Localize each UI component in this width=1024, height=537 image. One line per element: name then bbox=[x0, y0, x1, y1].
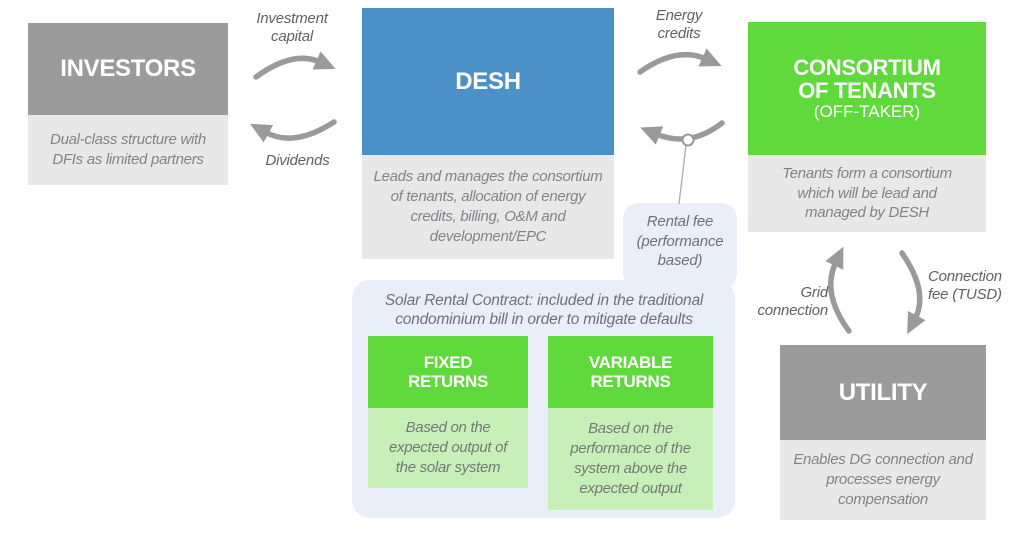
contract-note: Solar Rental Contract: included in the t… bbox=[384, 292, 704, 329]
desh-description: Leads and manages the consortium of tena… bbox=[362, 155, 614, 259]
investors-title: INVESTORS bbox=[60, 55, 196, 82]
connection-fee-arrow bbox=[899, 250, 926, 335]
desh-node: DESH bbox=[362, 8, 614, 155]
dividends-arrow bbox=[250, 119, 337, 143]
consortium-node: CONSORTIUM OF TENANTS (OFF-TAKER) bbox=[748, 22, 986, 155]
rental-fee-connector-line bbox=[678, 144, 687, 205]
investors-node: INVESTORS bbox=[28, 23, 228, 115]
rental-fee-label: Rental fee (performance based) bbox=[636, 213, 724, 269]
consortium-description: Tenants form a consortium which will be … bbox=[748, 155, 986, 232]
utility-title: UTILITY bbox=[838, 378, 928, 406]
energy-credits-arrow bbox=[637, 48, 722, 75]
rental-fee-connector-dot bbox=[681, 133, 695, 147]
connection-fee-label: Connection fee (TUSD) bbox=[928, 268, 1002, 303]
desh-title: DESH bbox=[455, 67, 521, 95]
investment-capital-arrow bbox=[253, 51, 336, 80]
grid-connection-arrow bbox=[825, 246, 852, 334]
utility-node: UTILITY bbox=[780, 345, 986, 440]
fixed-returns-node: FIXED RETURNS bbox=[368, 336, 528, 408]
energy-credits-label: Energy credits bbox=[655, 7, 703, 42]
investment-capital-label: Investment capital bbox=[256, 10, 328, 45]
fixed-returns-title: FIXED RETURNS bbox=[407, 352, 489, 391]
fixed-returns-description: Based on the expected output of the sola… bbox=[368, 408, 528, 488]
variable-returns-description: Based on the performance of the system a… bbox=[548, 408, 713, 510]
grid-connection-label: Grid connection bbox=[757, 284, 828, 319]
consortium-subtitle: (OFF-TAKER) bbox=[813, 102, 921, 122]
dividends-label: Dividends bbox=[265, 152, 330, 169]
consortium-title: CONSORTIUM OF TENANTS bbox=[793, 54, 941, 104]
rental-fee-bubble bbox=[623, 203, 737, 289]
variable-returns-node: VARIABLE RETURNS bbox=[548, 336, 713, 408]
investors-description: Dual-class structure with DFIs as limite… bbox=[28, 115, 228, 185]
variable-returns-title: VARIABLE RETURNS bbox=[588, 352, 673, 391]
utility-description: Enables DG connection and processes ener… bbox=[780, 440, 986, 520]
